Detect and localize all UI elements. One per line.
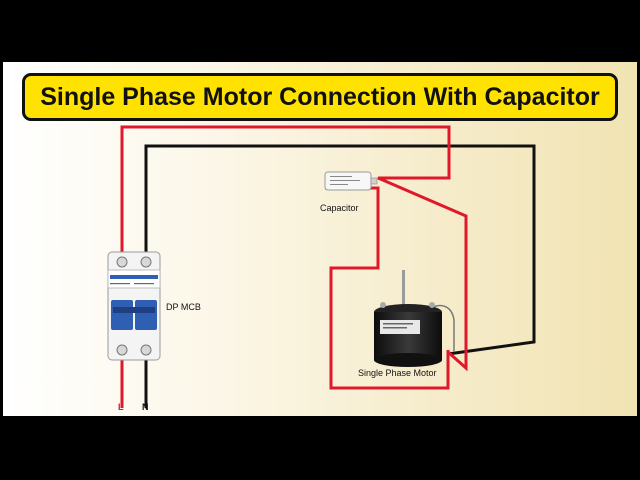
neutral-terminal-label: N (142, 402, 149, 412)
neutral-wire (144, 144, 536, 408)
capacitor-label: Capacitor (320, 203, 359, 213)
motor-label: Single Phase Motor (358, 368, 437, 378)
dp-mcb (107, 251, 161, 361)
single-phase-motor (374, 270, 455, 367)
page-title: Single Phase Motor Connection With Capac… (40, 82, 600, 111)
live-wire (120, 125, 468, 408)
mcb-label: DP MCB (166, 302, 201, 312)
capacitor (324, 171, 378, 191)
capacitor-wire (325, 186, 450, 390)
live-terminal-label: L (118, 402, 124, 412)
title-banner: Single Phase Motor Connection With Capac… (22, 73, 618, 121)
